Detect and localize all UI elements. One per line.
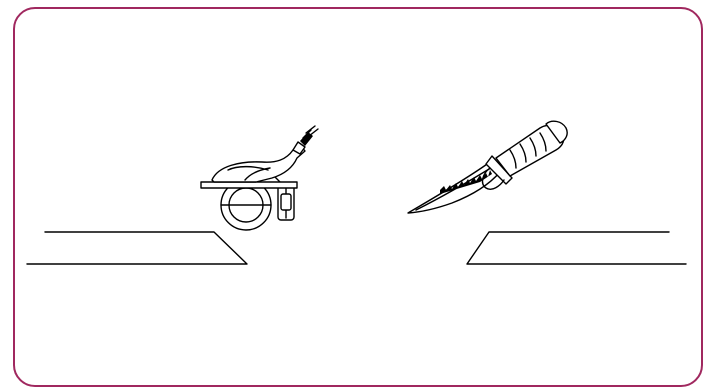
left-platform	[27, 232, 247, 264]
knife-icon	[408, 121, 567, 213]
illustration-canvas	[0, 0, 715, 376]
right-platform	[467, 232, 686, 264]
saw-machine-icon	[201, 126, 318, 230]
